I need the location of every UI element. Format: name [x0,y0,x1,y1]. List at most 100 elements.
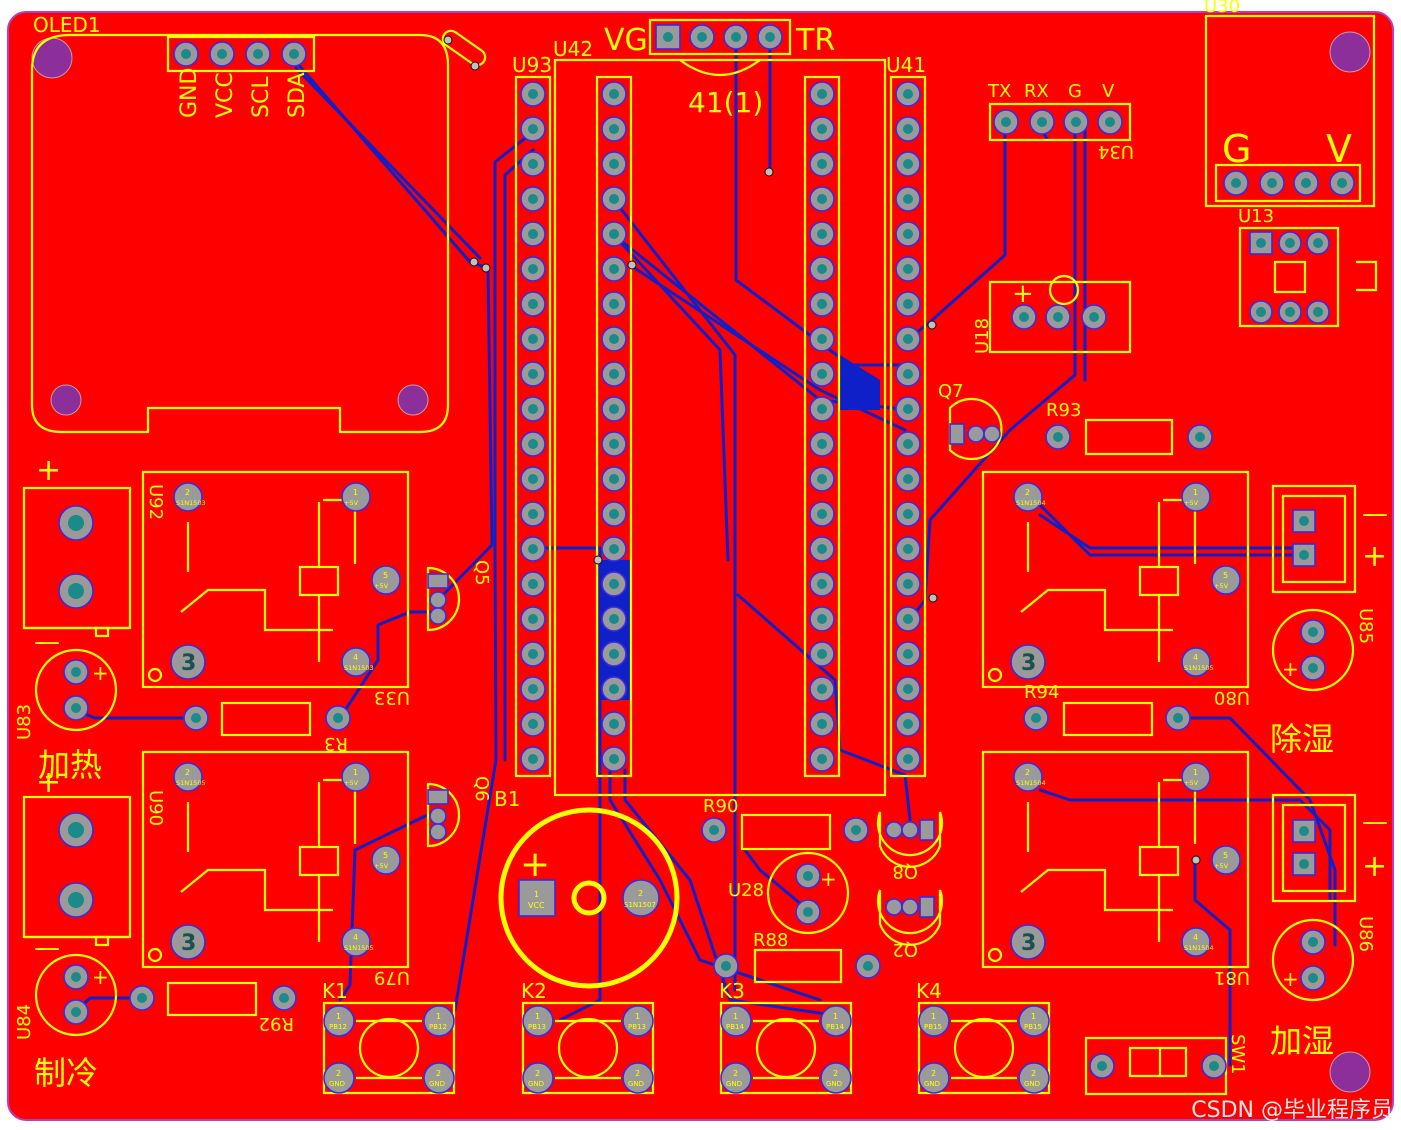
relay-pad-num: 4 [353,933,358,942]
button-pad-net: PB13 [528,1023,546,1031]
board-copper [7,11,1394,1121]
u81-designator: U81 [1214,967,1250,988]
oled-pin-vcc: VCC [213,72,238,118]
relay-pad [170,644,206,680]
terminal-cool-minus: — [34,933,60,963]
u34-pin-v: V [1102,81,1115,102]
connector-dehumidify: — + [1271,484,1388,594]
relay-pad-num: 5 [1223,851,1228,860]
u34-connector: TX RX G V U34 [987,81,1134,162]
u93-designator: U93 [512,53,552,77]
u28-designator: U28 [728,880,764,901]
button-pad-num: 1 [436,1012,441,1021]
led-u86: + U86 [1271,916,1376,1002]
button-pad [820,1005,852,1037]
u18-designator: U18 [972,318,993,354]
r90-designator: R90 [703,796,738,817]
oled-hole-br [397,384,429,416]
relay-pad [371,565,401,595]
r93-designator: R93 [1046,400,1081,421]
button-pad-net: GND [826,1080,842,1088]
label-cool: 制冷 [34,1054,98,1092]
button-pad-num: 1 [833,1012,838,1021]
top-header-tr: TR [795,23,835,58]
relay-pad [1181,762,1211,792]
relay-pad-num: 3 [1021,651,1036,676]
buzzer-pin2-net: S1N1507 [624,901,656,909]
relay-pad [341,482,371,512]
u18-component: + U18 [972,274,1132,354]
button-pad-num: 1 [535,1012,540,1021]
u34-pin-g: G [1068,81,1082,102]
relay-pad [173,762,203,792]
relay-pad-num: 1 [353,768,358,777]
relay-pad [341,927,371,957]
vias [469,167,1201,865]
button-pad [323,1005,355,1037]
relay-pad-num: 1 [1193,768,1198,777]
r3-designator: R3 [324,733,348,754]
button-pad-num: 2 [1031,1069,1036,1078]
relay-pad-net: S1N1505 [344,944,374,952]
button-pad [1018,1062,1050,1094]
relay-pad-num: 4 [1193,653,1198,662]
q6-designator: Q6 [471,776,492,802]
relay-pad-net: +5V [344,499,359,507]
relay-pad [1181,927,1211,957]
button-pad-num: 1 [1031,1012,1036,1021]
button-pad-net: GND [628,1080,644,1088]
relay-pad-net: S1N1504 [1016,499,1046,507]
button-pad [323,1062,355,1094]
relay-pad-net: +5V [374,862,389,870]
relay-pad-net: +5V [344,779,359,787]
button-pad [820,1062,852,1094]
relay-pad-num: 5 [383,571,388,580]
relay-pad [1010,924,1046,960]
button-pad-net: GND [726,1080,742,1088]
button-pad-num: 2 [535,1069,540,1078]
button-pad [720,1005,752,1037]
relay-pad-num: 4 [1193,933,1198,942]
traces [73,38,1337,1067]
u30-designator: U30 [1204,0,1240,17]
u85-plus: + [1282,657,1299,681]
button-pad-num: 2 [833,1069,838,1078]
r92-resistor: R92 [129,981,297,1034]
button-pad-net: GND [329,1080,345,1088]
r3-resistor: R3 [183,701,351,754]
oled-module: OLED1 GND VCC SCL SDA [30,13,450,434]
relay-pad-num: 3 [181,651,196,676]
terminal-cool: + — [22,765,132,963]
relay-pad [1181,647,1211,677]
relay-pad-num: 2 [1025,768,1030,777]
button-pad-num: 1 [635,1012,640,1021]
relay-pad-net: S1N1503 [176,499,206,507]
top-header-sub: 41(1) [688,86,763,119]
b1-designator: B1 [494,787,520,811]
relay-pad [371,845,401,875]
button-pad-net: PB14 [726,1023,744,1031]
u80-designator: U80 [1214,687,1250,708]
relay-pad-num: 3 [1021,931,1036,956]
u84-plus: + [92,965,109,989]
terminal-heat: + — [22,453,132,657]
k1-designator: K1 [322,979,348,1003]
header-u42-left [595,75,633,778]
button-pad-net: PB13 [628,1023,646,1031]
u30-pin-v: V [1326,127,1352,171]
button-pad-num: 2 [635,1069,640,1078]
relay-pad-net: S1N1504 [1016,779,1046,787]
button-pad [1018,1005,1050,1037]
u83-plus: + [92,661,109,685]
r94-resistor: R94 [1023,682,1191,737]
mount-hole-tl [31,37,73,79]
button-pad-net: GND [429,1080,445,1088]
u18-plus: + [1012,279,1034,309]
button-pad-net: PB12 [329,1023,347,1031]
